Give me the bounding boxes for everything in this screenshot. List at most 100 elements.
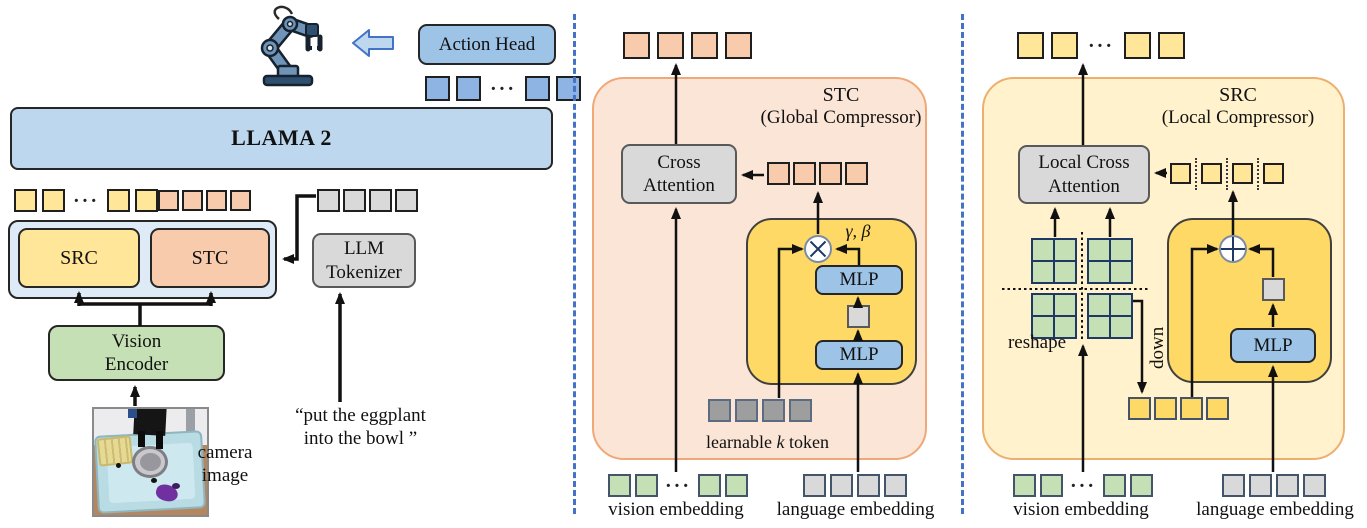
- src-box: SRC: [18, 228, 140, 288]
- vision-split-line: [79, 302, 211, 326]
- stc-language-label: language embedding: [768, 498, 943, 521]
- mlp-label: MLP: [1253, 334, 1293, 356]
- token: [1303, 474, 1326, 497]
- token: [698, 474, 722, 497]
- vision-encoder-line2: Encoder: [104, 354, 169, 375]
- vision-feature-grid: [1031, 293, 1077, 339]
- ellipsis: ···: [1088, 34, 1115, 57]
- mlp-bottom-label: MLP: [839, 344, 879, 366]
- action-output-tokens: ···: [425, 76, 582, 101]
- instruction-text: “put the eggplant into the bowl ”: [278, 404, 443, 450]
- gamma-beta-label: γ, β: [836, 221, 880, 243]
- learnable-k-tokens: [708, 399, 812, 422]
- token: [735, 399, 758, 422]
- bowl-inner-shape: [140, 453, 161, 471]
- token: [1130, 474, 1154, 497]
- token: [725, 32, 752, 59]
- hidden-state-square: [847, 305, 870, 328]
- src-label: SRC: [60, 246, 98, 269]
- token: [1040, 474, 1063, 497]
- lca-line1: Local Cross: [1038, 152, 1130, 174]
- bowl-shape: [132, 446, 168, 478]
- camera-image-label: camera image: [183, 441, 267, 487]
- token: [158, 190, 179, 211]
- token: [230, 190, 251, 211]
- token: [1017, 32, 1044, 59]
- dotted-divider: [1195, 157, 1197, 190]
- token: [789, 399, 812, 422]
- src-language-tokens: [1222, 474, 1326, 497]
- token: [767, 162, 790, 185]
- language-token-row: [317, 189, 418, 212]
- src-subtitle-text: (Local Compressor): [1161, 107, 1315, 128]
- camera-label-line1: camera: [197, 442, 253, 463]
- src-vision-tokens: ···: [1013, 474, 1154, 497]
- eggplant-stem-shape: [172, 483, 180, 489]
- gripper-finger-shape: [138, 431, 145, 447]
- token: [182, 190, 203, 211]
- instruction-line2: into the bowl ”: [303, 428, 418, 450]
- token: [635, 474, 658, 497]
- src-token-row: ···: [14, 189, 159, 212]
- left-block-arrow-icon: [352, 29, 394, 57]
- stc-vision-label: vision embedding: [601, 498, 751, 521]
- vision-feature-grid: [1087, 238, 1133, 284]
- pipe-shape: [186, 409, 195, 447]
- token: [135, 189, 159, 212]
- src-language-label: language embedding: [1186, 498, 1364, 521]
- token: [1276, 474, 1299, 497]
- llama2-bar: LLAMA 2: [10, 107, 553, 170]
- token: [14, 189, 37, 212]
- ellipsis: ···: [665, 474, 692, 497]
- src-panel-title: SRC: [1088, 83, 1367, 107]
- src-output-tokens: ···: [1017, 32, 1186, 59]
- stc-box: STC: [150, 228, 270, 288]
- token: [691, 32, 718, 59]
- k-label-post: token: [784, 432, 829, 452]
- token: [343, 189, 366, 212]
- token: [369, 189, 392, 212]
- ellipsis: ···: [490, 77, 517, 100]
- mlp-top-label: MLP: [839, 269, 879, 291]
- token: [1263, 163, 1284, 184]
- camera-label-line2: image: [201, 465, 249, 487]
- src-title-text: SRC: [1219, 84, 1257, 106]
- token: [725, 474, 749, 497]
- token: [1222, 474, 1245, 497]
- src-panel-subtitle: (Local Compressor): [1088, 106, 1367, 129]
- robot-arm-icon: [260, 5, 323, 87]
- token: [1154, 397, 1177, 420]
- cross-attention-box: Cross Attention: [621, 144, 737, 204]
- token: [525, 76, 551, 101]
- reshape-label: reshape: [1002, 331, 1072, 354]
- mlp-top-box: MLP: [815, 265, 903, 295]
- token: [857, 474, 880, 497]
- cross-attention-line2: Attention: [643, 175, 715, 196]
- stc-vision-text: vision embedding: [608, 499, 744, 520]
- token: [1128, 397, 1151, 420]
- stc-vision-tokens: ···: [608, 474, 749, 497]
- reshape-text: reshape: [1007, 332, 1067, 353]
- token: [793, 162, 816, 185]
- dot-shape: [116, 463, 121, 468]
- token: [395, 189, 418, 212]
- learnable-k-label: learnable k token: [685, 432, 850, 454]
- hidden-state-square: [1262, 278, 1285, 301]
- vision-encoder-box: Vision Encoder: [48, 325, 225, 381]
- gripper-mount-shape: [128, 409, 137, 418]
- token: [803, 474, 826, 497]
- vision-feature-grid: [1087, 293, 1133, 339]
- camera-image: [92, 407, 209, 517]
- token: [608, 474, 631, 497]
- token: [42, 189, 65, 212]
- instruction-line1: “put the eggplant: [295, 405, 426, 426]
- llm-tokenizer-line1: LLM: [343, 238, 385, 260]
- downsampled-tokens: [1128, 397, 1229, 420]
- dot-shape: [151, 478, 157, 483]
- llm-tokenizer-box: LLM Tokenizer: [312, 233, 416, 288]
- down-label: down: [1146, 322, 1169, 374]
- token: [845, 162, 868, 185]
- token: [1249, 474, 1272, 497]
- src-language-text: language embedding: [1196, 499, 1354, 520]
- stc-subtitle-text: (Global Compressor): [760, 107, 922, 128]
